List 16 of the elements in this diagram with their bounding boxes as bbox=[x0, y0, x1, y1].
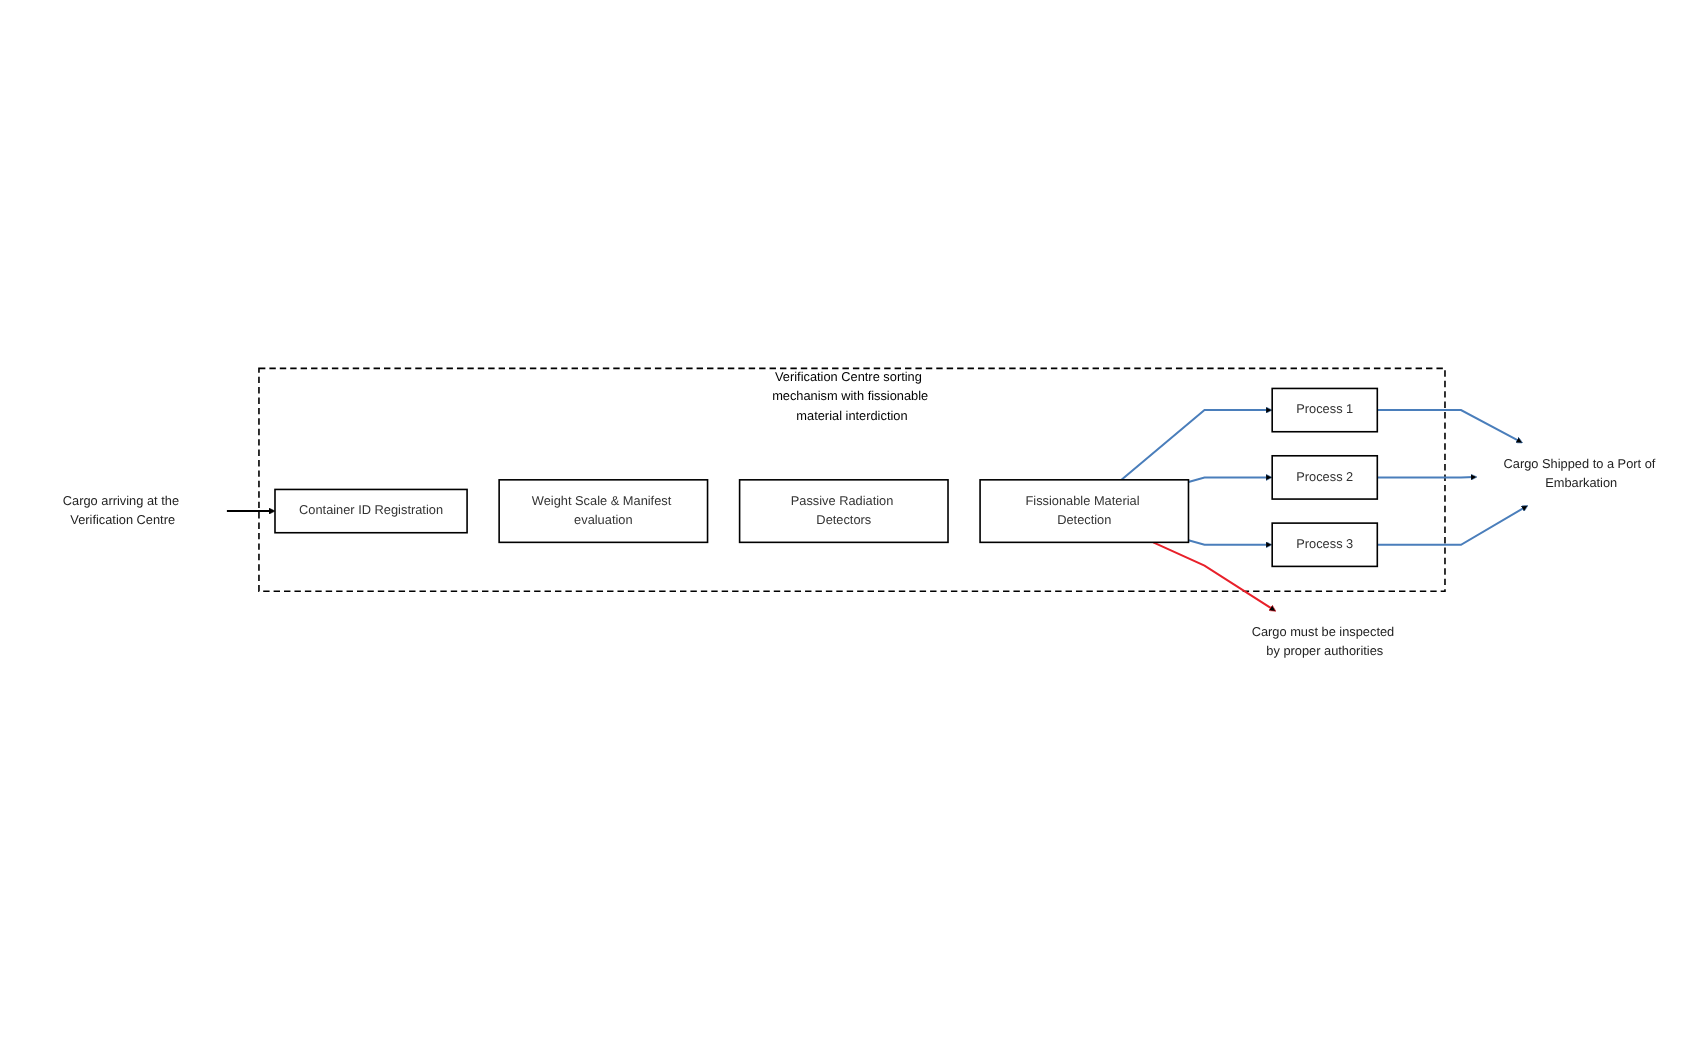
node-box bbox=[1271, 522, 1379, 568]
arrow bbox=[1187, 473, 1273, 483]
node-box bbox=[738, 478, 949, 544]
arrow bbox=[1376, 505, 1529, 546]
node-box bbox=[498, 478, 709, 544]
arrow bbox=[1152, 541, 1277, 612]
arrow bbox=[1376, 473, 1478, 481]
node-box bbox=[1271, 387, 1379, 433]
node-box bbox=[979, 478, 1190, 544]
arrow bbox=[225, 507, 276, 515]
arrow bbox=[1120, 406, 1273, 481]
arrow bbox=[1187, 539, 1273, 549]
node-box bbox=[1271, 454, 1379, 500]
cluster bbox=[258, 367, 1446, 592]
node-box bbox=[274, 488, 468, 534]
arrow bbox=[1376, 408, 1523, 444]
